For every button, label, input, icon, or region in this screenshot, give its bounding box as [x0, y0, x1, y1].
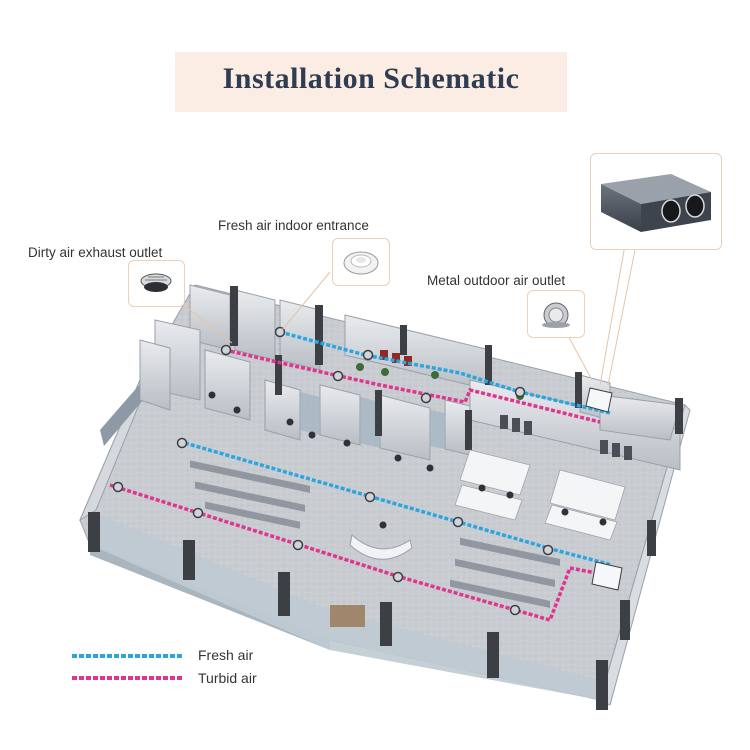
- callout-fresh-entrance: [332, 238, 390, 286]
- back-wall-windows: [380, 350, 632, 460]
- workstations: [454, 449, 626, 541]
- label-metal-outdoor-air-outlet: Metal outdoor air outlet: [427, 273, 566, 288]
- label-dirty-air-exhaust-outlet: Dirty air exhaust outlet: [28, 245, 163, 260]
- callout-ventilation-unit: [590, 153, 722, 250]
- reception-desk: [349, 534, 413, 560]
- diffuser-icon: [343, 251, 379, 275]
- legend-turbid-label: Turbid air: [198, 670, 257, 686]
- metal-hood-icon: [542, 302, 570, 328]
- callout-dirty-exhaust: [128, 260, 185, 307]
- legend-swatches: [72, 654, 182, 680]
- exhaust-grille-icon: [140, 273, 172, 292]
- label-fresh-air-indoor-entrance: Fresh air indoor entrance: [218, 218, 369, 233]
- columns: [88, 512, 656, 710]
- left-glass: [100, 384, 143, 446]
- entrance-door: [330, 605, 365, 627]
- callout-metal-outlet: [527, 290, 585, 338]
- fresh-air-ducts: [184, 330, 613, 567]
- ventilation-unit-icon: [601, 174, 711, 232]
- title-band: Installation Schematic: [175, 52, 567, 112]
- partition-posts: [230, 286, 683, 450]
- legend-fresh-label: Fresh air: [198, 647, 254, 663]
- bench-rows: [190, 460, 560, 608]
- turbid-air-ducts: [109, 348, 613, 623]
- page-title: Installation Schematic: [222, 62, 520, 95]
- ventilation-units: [585, 387, 623, 591]
- ceiling-vents: [112, 326, 554, 616]
- front-glass-wall: [90, 515, 600, 700]
- callout-lines: [174, 244, 637, 386]
- chairs: [208, 391, 607, 529]
